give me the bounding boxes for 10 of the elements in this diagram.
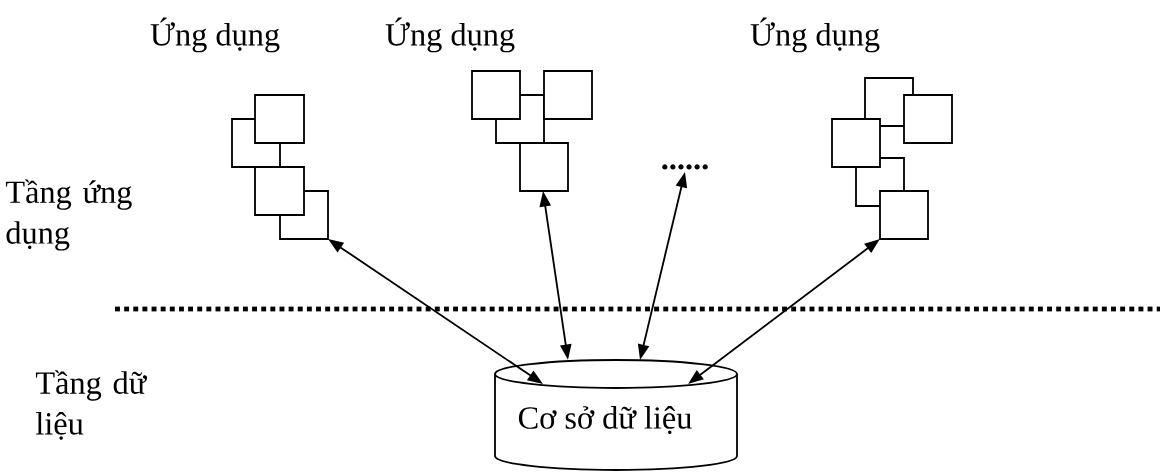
application-label: Ứng dụng [150, 17, 280, 53]
layer-label: Tầng dữ liệu [35, 370, 148, 440]
application-drawing [231, 94, 329, 240]
application-label: Ứng dụng [750, 17, 880, 53]
application-label: Ứng dụng [385, 17, 515, 53]
database-cylinder: Cơ sở dữ liệu [494, 359, 738, 471]
application-drawing [831, 77, 953, 240]
application-drawing [471, 70, 593, 192]
node-label: Cơ sở dữ liệu [518, 406, 692, 434]
ellipsis-text: ...... [662, 164, 708, 170]
